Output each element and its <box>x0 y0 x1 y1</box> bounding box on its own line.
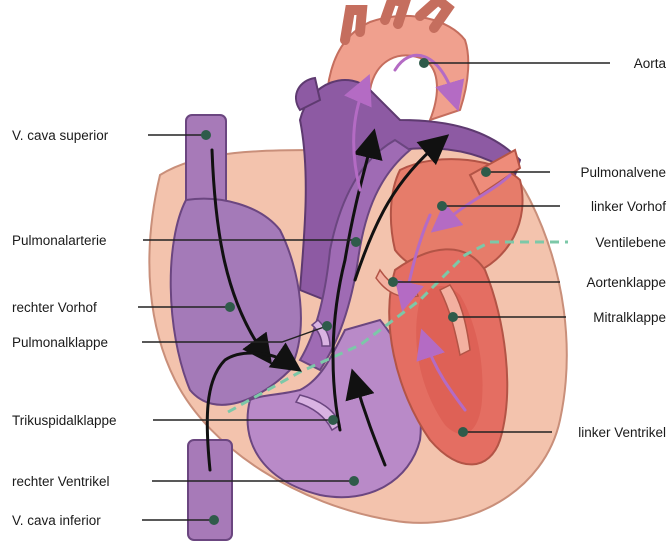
label-mitralklappe: Mitralklappe <box>593 310 666 325</box>
dot-pulmonalvene <box>481 167 491 177</box>
label-aorta: Aorta <box>634 56 667 71</box>
label-linker-ventrikel: linker Ventrikel <box>578 425 666 440</box>
heart-illustration <box>149 0 566 540</box>
label-linker-vorhof: linker Vorhof <box>591 199 666 214</box>
dot-mitralklappe <box>448 312 458 322</box>
dot-trikuspidalklappe <box>328 415 338 425</box>
label-pulmonalvene: Pulmonalvene <box>580 165 666 180</box>
label-rechter-vorhof: rechter Vorhof <box>12 300 97 315</box>
label-rechter-ventrikel: rechter Ventrikel <box>12 474 110 489</box>
label-vena-cava-inferior: V. cava inferior <box>12 513 101 528</box>
label-pulmonalarterie: Pulmonalarterie <box>12 233 107 248</box>
dot-pulmonalarterie <box>351 237 361 247</box>
label-aortenklappe: Aortenklappe <box>586 275 666 290</box>
label-vena-cava-superior: V. cava superior <box>12 128 109 143</box>
label-trikuspidalklappe: Trikuspidalklappe <box>12 413 117 428</box>
dot-rechter-vorhof <box>225 302 235 312</box>
label-ventilebene: Ventilebene <box>595 235 666 250</box>
dot-rechter-ventrikel <box>349 476 359 486</box>
dot-aorta <box>419 58 429 68</box>
dot-vena-cava-inferior <box>209 515 219 525</box>
dot-aortenklappe <box>388 277 398 287</box>
dot-linker-ventrikel <box>458 427 468 437</box>
dot-vena-cava-superior <box>201 130 211 140</box>
dot-pulmonalklappe <box>322 321 332 331</box>
dot-linker-vorhof <box>437 201 447 211</box>
label-pulmonalklappe: Pulmonalklappe <box>12 335 108 350</box>
